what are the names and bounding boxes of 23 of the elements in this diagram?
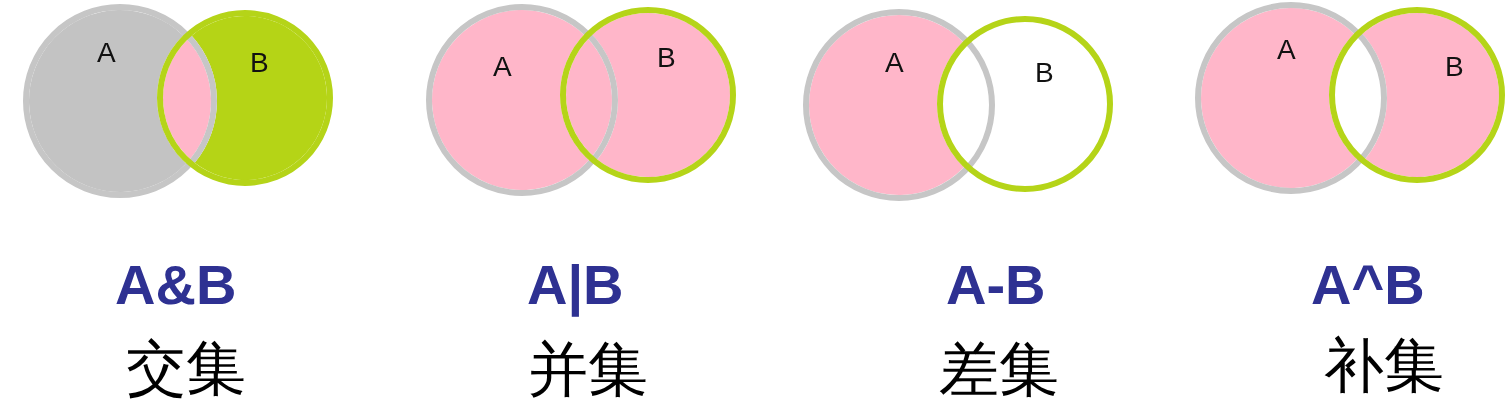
set-name-caption: 并集 xyxy=(528,340,648,400)
set-letter: A xyxy=(493,53,512,81)
set-letter: A xyxy=(97,39,116,67)
set-letter: A xyxy=(1277,36,1296,64)
set-expression: A-B xyxy=(946,257,1046,313)
venn-circle xyxy=(23,4,217,198)
venn-circle xyxy=(1195,2,1387,194)
venn-circle xyxy=(803,9,995,201)
set-letter: A xyxy=(885,49,904,77)
venn-circle xyxy=(426,4,618,196)
set-name-caption: 差集 xyxy=(939,340,1059,400)
venn-circle xyxy=(560,7,736,183)
set-letter: B xyxy=(1445,53,1464,81)
set-name-caption: 补集 xyxy=(1324,336,1444,396)
set-expression: A&B xyxy=(115,257,237,313)
set-letter: B xyxy=(657,44,676,72)
set-expression: A^B xyxy=(1311,257,1425,313)
venn-circle xyxy=(937,16,1113,192)
set-name-caption: 交集 xyxy=(126,339,246,399)
venn-circle xyxy=(1329,7,1505,183)
set-letter: B xyxy=(1035,59,1054,87)
venn-circle xyxy=(157,10,333,186)
set-letter: B xyxy=(250,49,269,77)
